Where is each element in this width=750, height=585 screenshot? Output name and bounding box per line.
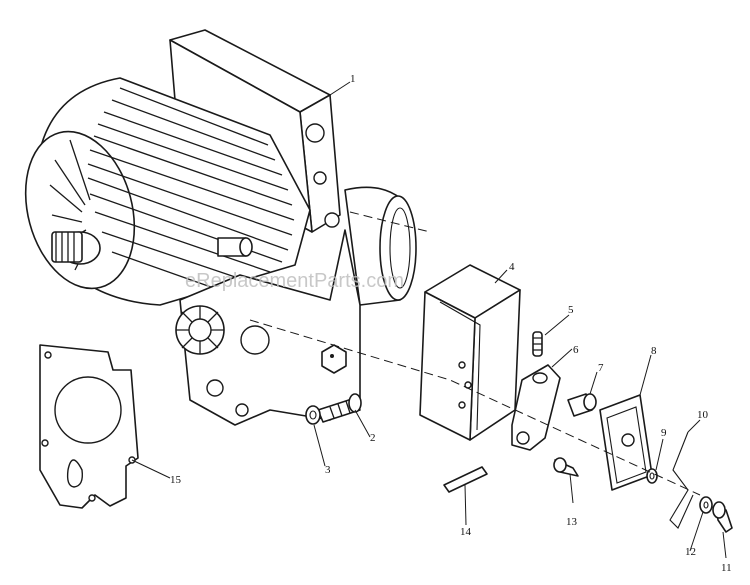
watermark-text: eReplacementParts.com xyxy=(185,270,404,292)
callout-14: 14 xyxy=(460,526,472,538)
cover-plate xyxy=(599,394,653,491)
callout-15: 15 xyxy=(170,474,182,486)
callout-4: 4 xyxy=(509,261,515,273)
set-screw xyxy=(532,331,543,357)
callout-12: 12 xyxy=(685,546,696,558)
bolt-2 xyxy=(317,393,362,423)
washer-3 xyxy=(305,405,321,425)
lock-washer xyxy=(699,496,713,514)
callout-11: 11 xyxy=(721,562,732,574)
callout-9: 9 xyxy=(661,427,667,439)
screw-13 xyxy=(553,457,579,477)
callout-10: 10 xyxy=(697,409,709,421)
callout-2: 2 xyxy=(370,432,376,444)
pin xyxy=(567,393,597,417)
screw-11 xyxy=(712,501,733,533)
washer xyxy=(646,468,658,484)
callout-labels: 1 2 3 4 5 6 7 8 9 10 11 12 13 14 15 xyxy=(170,73,732,574)
callout-3: 3 xyxy=(325,464,331,476)
callout-13: 13 xyxy=(566,516,578,528)
callout-7: 7 xyxy=(598,362,604,374)
lower-housing xyxy=(175,229,361,426)
gasket xyxy=(39,344,139,509)
dowel-pin xyxy=(443,466,488,493)
transmission-housing xyxy=(24,29,417,306)
lever-arm xyxy=(511,364,561,451)
spring-clip xyxy=(669,431,694,529)
callout-5: 5 xyxy=(568,304,574,316)
callout-1: 1 xyxy=(350,73,356,85)
leader-lines xyxy=(131,81,727,559)
callout-8: 8 xyxy=(651,345,657,357)
mounting-bracket xyxy=(419,264,521,441)
assembly-centerlines xyxy=(249,211,701,496)
callout-6: 6 xyxy=(573,344,579,356)
